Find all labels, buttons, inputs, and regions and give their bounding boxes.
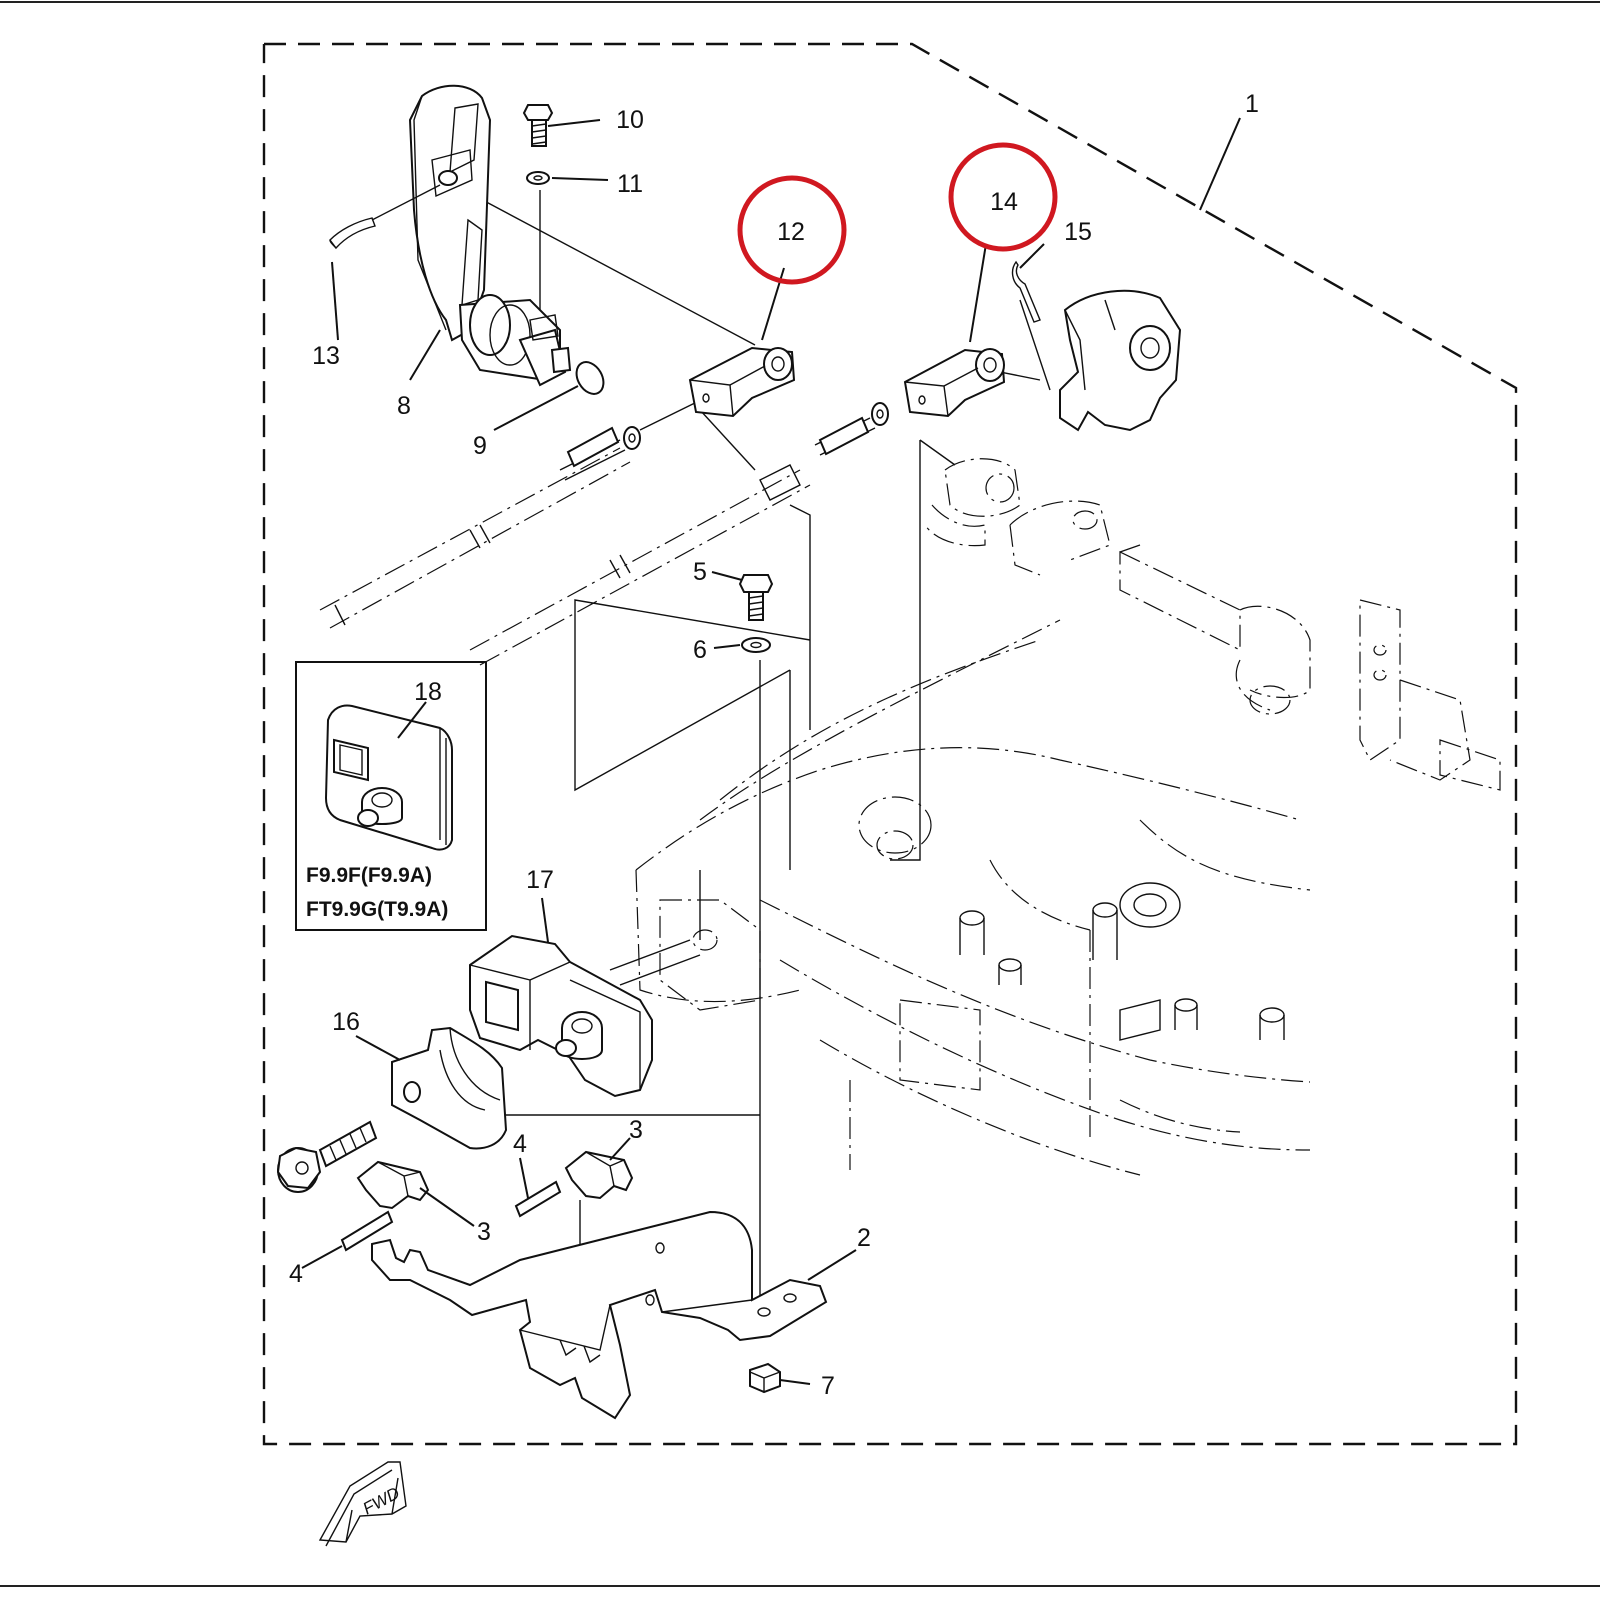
part-13-cotter-pin	[329, 184, 441, 250]
shift-shaft-assembly	[924, 458, 1501, 791]
callout-12: 12	[777, 218, 805, 246]
part-6-washer	[741, 637, 771, 653]
callout-9: 9	[473, 432, 487, 460]
callout-leaders	[301, 117, 1241, 1385]
bracket-bolt	[276, 1120, 378, 1193]
part-7-nut	[749, 1362, 781, 1394]
callout-6: 6	[693, 636, 707, 664]
part-12-cable-joint	[688, 346, 796, 418]
callout-3-left: 3	[477, 1218, 491, 1246]
part-2-clamp-bracket	[371, 1210, 828, 1420]
part-3-right-clip	[564, 1150, 634, 1200]
cable-nuts	[623, 402, 889, 450]
highlight-circle-part-12	[737, 175, 847, 285]
callout-15: 15	[1064, 218, 1092, 246]
inset-model-line-1: F9.9F(F9.9A)	[306, 864, 432, 887]
part-8-control-lever	[408, 84, 572, 387]
callout-14: 14	[990, 188, 1018, 216]
part-15-clip	[1011, 260, 1041, 323]
callout-11: 11	[617, 170, 643, 198]
bottom-cowling-outline	[635, 619, 1311, 1176]
callout-2: 2	[857, 1224, 871, 1252]
part-16-plate	[391, 1026, 508, 1150]
highlight-circle-part-14	[948, 142, 1058, 252]
callout-18: 18	[414, 678, 442, 706]
throttle-cam	[1059, 289, 1182, 432]
part-17-bracket	[469, 934, 653, 1098]
callout-10: 10	[616, 106, 644, 134]
part-18-bracket	[324, 704, 453, 851]
part-3-left-clip	[356, 1160, 430, 1210]
fwd-label: FWD	[360, 1483, 403, 1518]
part-4-right-pin	[514, 1180, 562, 1218]
cable-thread-end-left	[566, 426, 620, 468]
callout-3-right: 3	[629, 1116, 643, 1144]
callout-4-left: 4	[289, 1260, 303, 1288]
callout-13: 13	[312, 342, 340, 370]
assembly-boundary-frame	[262, 42, 1518, 1446]
callout-16: 16	[332, 1008, 360, 1036]
inset-box	[295, 661, 487, 931]
fwd-direction-arrow-icon: FWD	[318, 1461, 407, 1547]
part-5-bolt	[738, 574, 774, 621]
part-10-bolt	[522, 104, 554, 147]
callout-5: 5	[693, 558, 707, 586]
cable-thread-end-right	[818, 416, 870, 456]
callout-1: 1	[1245, 90, 1259, 118]
callout-7: 7	[821, 1372, 835, 1400]
throttle-cables	[319, 417, 876, 666]
callout-8: 8	[397, 392, 411, 420]
bracket-bosses	[959, 882, 1285, 1041]
inset-model-line-2: FT9.9G(T9.9A)	[306, 898, 448, 921]
callout-4-right: 4	[513, 1130, 527, 1158]
part-4-left-pin	[340, 1210, 394, 1252]
part-11-washer	[526, 171, 550, 185]
part-9-o-ring	[575, 361, 605, 395]
part-14-cable-joint	[903, 348, 1006, 418]
callout-17: 17	[526, 866, 554, 894]
